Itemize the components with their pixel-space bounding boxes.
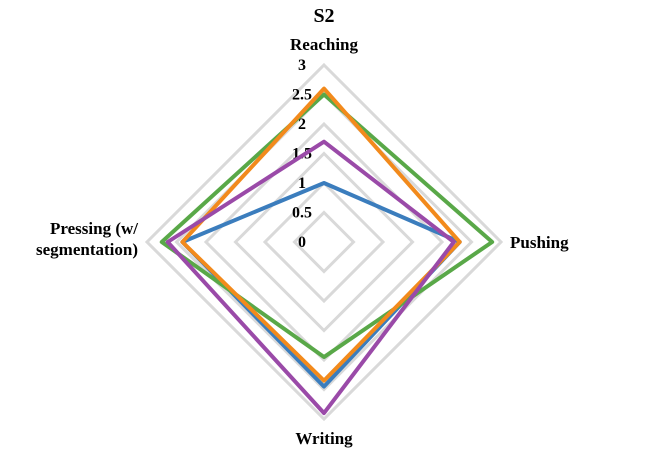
grid-ring-3 bbox=[233, 151, 415, 333]
series-layer bbox=[159, 86, 495, 416]
grid-ring-2 bbox=[262, 180, 386, 304]
axis-label: Pushing bbox=[510, 233, 569, 252]
tick-label: 0.5 bbox=[292, 205, 312, 222]
tick-label: 0 bbox=[298, 234, 306, 251]
series-line-1 bbox=[180, 181, 462, 389]
grid-ring-5 bbox=[174, 92, 474, 392]
axis-label: Writing bbox=[295, 429, 353, 448]
tick-labels: 00.511.522.53 bbox=[292, 57, 312, 251]
axis-label: Reaching bbox=[290, 35, 359, 54]
tick-label: 2 bbox=[298, 116, 306, 133]
tick-label: 2.5 bbox=[292, 87, 312, 104]
tick-label: 3 bbox=[298, 57, 306, 74]
series-line-4 bbox=[165, 139, 456, 416]
series-line-3 bbox=[180, 86, 462, 383]
chart-title: S2 bbox=[313, 5, 334, 27]
tick-label: 1 bbox=[298, 175, 306, 192]
axis-label: Pressing (w/segmentation) bbox=[36, 219, 138, 259]
grid-ring-1 bbox=[292, 210, 356, 274]
series-line-2 bbox=[159, 92, 495, 360]
grid-ring-6 bbox=[144, 62, 504, 422]
grid-layer bbox=[144, 62, 504, 422]
